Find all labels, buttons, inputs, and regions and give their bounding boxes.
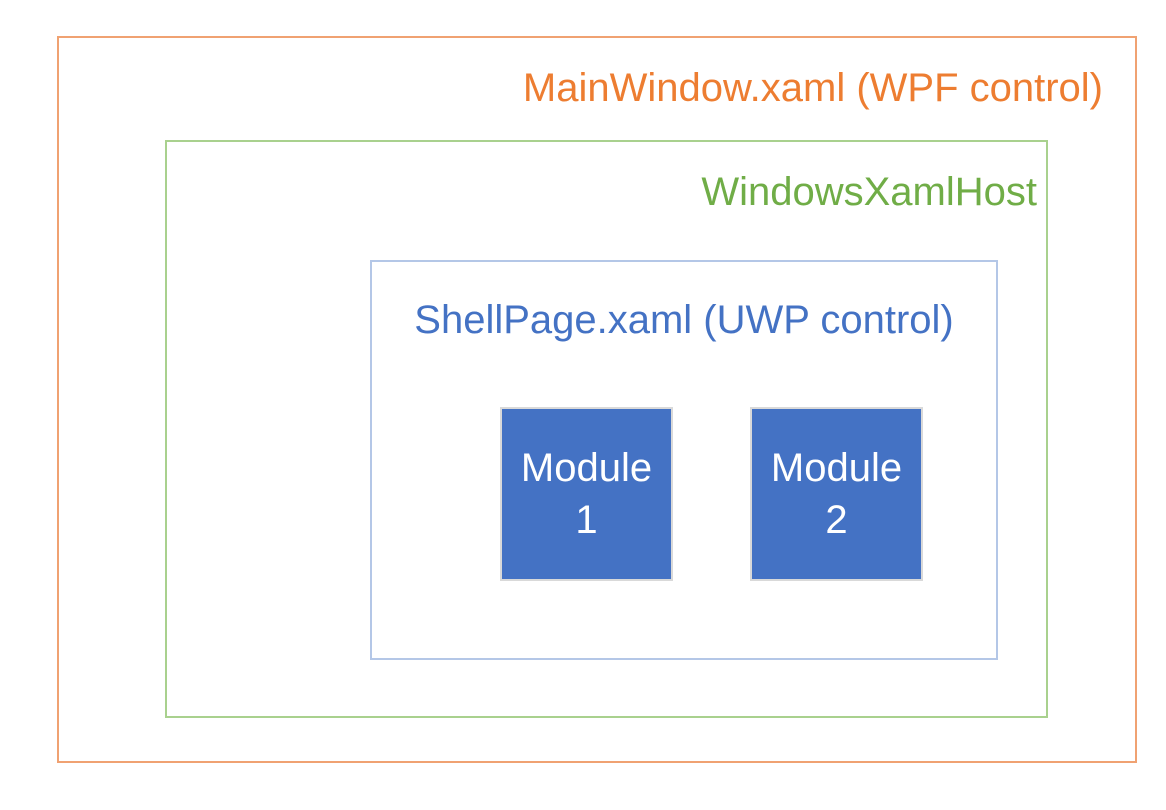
module-2-label-line1: Module <box>770 446 903 490</box>
module-1-label-line1: Module <box>520 446 653 490</box>
module-2-box: Module 2 <box>750 407 923 581</box>
mainwindow-wpf-box <box>57 36 1137 763</box>
module-1-label-line2: 1 <box>575 498 598 542</box>
module-2-label-line2: 2 <box>825 498 848 542</box>
windowsxamlhost-label: WindowsXamlHost <box>701 170 1037 214</box>
module-1-box: Module 1 <box>500 407 673 581</box>
shellpage-uwp-box <box>370 260 998 660</box>
windowsxamlhost-box <box>165 140 1048 718</box>
shellpage-uwp-label: ShellPage.xaml (UWP control) <box>414 298 954 342</box>
mainwindow-wpf-label: MainWindow.xaml (WPF control) <box>522 66 1103 110</box>
